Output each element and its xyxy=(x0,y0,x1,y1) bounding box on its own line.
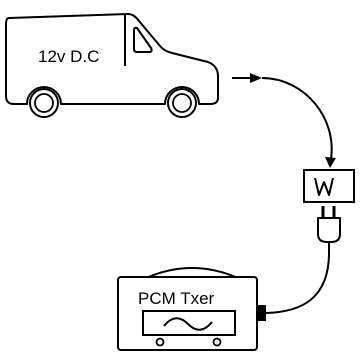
wheel-rear xyxy=(29,88,59,118)
cable-connector xyxy=(256,305,266,321)
vehicle: 12v D.C xyxy=(5,13,219,118)
inverter-symbol: W xyxy=(0,0,1,1)
knob-left xyxy=(155,337,165,347)
inverter-box xyxy=(303,169,355,203)
sine-wave-icon xyxy=(163,317,213,331)
door-window xyxy=(133,26,153,53)
transmitter-label: PCM Txer xyxy=(138,289,215,308)
arrow-down-icon xyxy=(325,157,336,168)
wheel-front xyxy=(167,88,197,118)
plug-icon xyxy=(317,206,341,250)
arrow-icon xyxy=(250,73,262,83)
transmitter: PCM Txer xyxy=(117,267,266,351)
display-window xyxy=(142,310,236,336)
vehicle-label: 12v D.C xyxy=(38,47,99,66)
waveform-icon xyxy=(314,177,334,196)
vehicle-to-inverter-cable xyxy=(232,73,336,168)
knob-right xyxy=(212,337,222,347)
vehicle-body xyxy=(5,13,219,105)
plug-to-transmitter-cable xyxy=(265,249,331,314)
inverter: W xyxy=(0,0,355,203)
carry-handle xyxy=(145,267,239,279)
